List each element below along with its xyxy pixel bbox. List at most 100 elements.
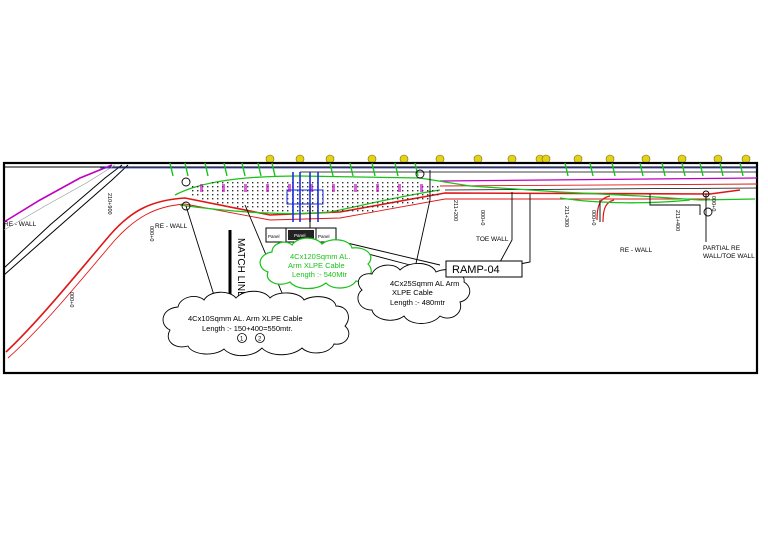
light-pole (661, 162, 666, 177)
hatch-dot (407, 186, 409, 188)
hatch-dot (357, 198, 359, 200)
hatch-dot (227, 198, 229, 200)
hatch-dot (247, 186, 249, 188)
hatch-dot (302, 194, 304, 196)
hatch-dot (387, 206, 389, 208)
hatch-dot (387, 194, 389, 196)
hatch-dot (297, 194, 299, 196)
ramp-label: RAMP-04 (452, 264, 500, 276)
tree-symbol (573, 154, 583, 164)
hatch-dot (297, 202, 299, 204)
hatch-dot (357, 182, 359, 184)
pole-circles (181, 169, 713, 217)
hatch-dot (242, 198, 244, 200)
hatch-mark (200, 184, 203, 192)
hatch-dot (392, 190, 394, 192)
light-pole (394, 162, 399, 177)
hatch-dot (307, 186, 309, 188)
hatch-dot (402, 190, 404, 192)
hatch-dot (222, 198, 224, 200)
hatch-mark (376, 184, 379, 192)
hatch-dot (352, 194, 354, 196)
hatch-dot (347, 186, 349, 188)
hatch-dot (262, 210, 264, 212)
hatch-dot (322, 206, 324, 208)
hatch-dot (342, 190, 344, 192)
hatch-dot (252, 206, 254, 208)
hatch-dot (287, 206, 289, 208)
drawing-frame (2, 161, 759, 375)
hatch-dot (232, 194, 234, 196)
cable-120-line3: Length :- 540Mtr (292, 270, 348, 279)
light-pole (699, 162, 704, 177)
hatch-dot (372, 190, 374, 192)
hatch-dot (337, 198, 339, 200)
hatch-dot (247, 190, 249, 192)
hatch-dot (282, 210, 284, 212)
hatch-dot (342, 186, 344, 188)
hatch-dot (277, 198, 279, 200)
hatch-dot (332, 194, 334, 196)
hatch-dot (282, 206, 284, 208)
hatch-dot (377, 202, 379, 204)
hatch-dot (367, 190, 369, 192)
chainage-4: 211+200 (452, 200, 458, 221)
hatch-dot (272, 182, 274, 184)
tree-symbol (399, 154, 409, 164)
hatch-dot (352, 186, 354, 188)
tree-symbol (605, 154, 615, 164)
hatch-dot (347, 194, 349, 196)
hatch-dot (312, 198, 314, 200)
hatch-dot (242, 206, 244, 208)
hatch-dot (407, 194, 409, 196)
hatch-dot (312, 182, 314, 184)
hatch-dot (242, 202, 244, 204)
hatch-dot (362, 198, 364, 200)
hatch-dot (337, 210, 339, 212)
hatch-dot (437, 190, 439, 192)
hatch-dot (297, 198, 299, 200)
hatch-dot (222, 182, 224, 184)
hatch-dot (327, 202, 329, 204)
cable-120-line1: 4Cx120Sqmm AL. (290, 252, 350, 261)
hatch-dot (267, 210, 269, 212)
hatch-dot (262, 186, 264, 188)
hatch-dot (417, 190, 419, 192)
hatch-dot (252, 198, 254, 200)
hatch-dot (362, 194, 364, 196)
cable-10-line1: 4Cx10Sqmm AL. Arm XLPE Cable (188, 314, 303, 323)
hatch-dot (207, 190, 209, 192)
hatch-dot (217, 186, 219, 188)
marker-2: 2 (258, 337, 262, 343)
hatch-dot (372, 206, 374, 208)
cloud-cable-10 (162, 290, 350, 357)
hatch-dot (297, 210, 299, 212)
partial-re-2: WALL/TOE WALL (703, 253, 755, 260)
hatch-dot (222, 194, 224, 196)
hatch-dot (192, 190, 194, 192)
hatch-dot (432, 186, 434, 188)
hatch-mark (310, 184, 313, 192)
hatch-dot (352, 202, 354, 204)
cable-120-line2: Arm XLPE Cable (288, 261, 345, 270)
chainage-6: 211+300 (563, 206, 569, 227)
cable-25-line2: XLPE Cable (392, 288, 433, 297)
hatch-dot (262, 202, 264, 204)
panel-label-2: Panel (294, 233, 306, 238)
tree-symbol (473, 154, 483, 164)
hatch-dot (412, 202, 414, 204)
hatch-dot (267, 198, 269, 200)
hatch-dot (277, 206, 279, 208)
hatch-dot (212, 194, 214, 196)
hatch-dot (367, 198, 369, 200)
hatch-dot (227, 202, 229, 204)
hatch-dot (412, 198, 414, 200)
hatch-dot (272, 194, 274, 196)
hatch-dot (272, 186, 274, 188)
hatch-dot (302, 182, 304, 184)
hatch-dot (372, 182, 374, 184)
hatch-dot (267, 194, 269, 196)
hatch-dot (427, 194, 429, 196)
hatch-dot (237, 202, 239, 204)
hatch-dot (252, 190, 254, 192)
